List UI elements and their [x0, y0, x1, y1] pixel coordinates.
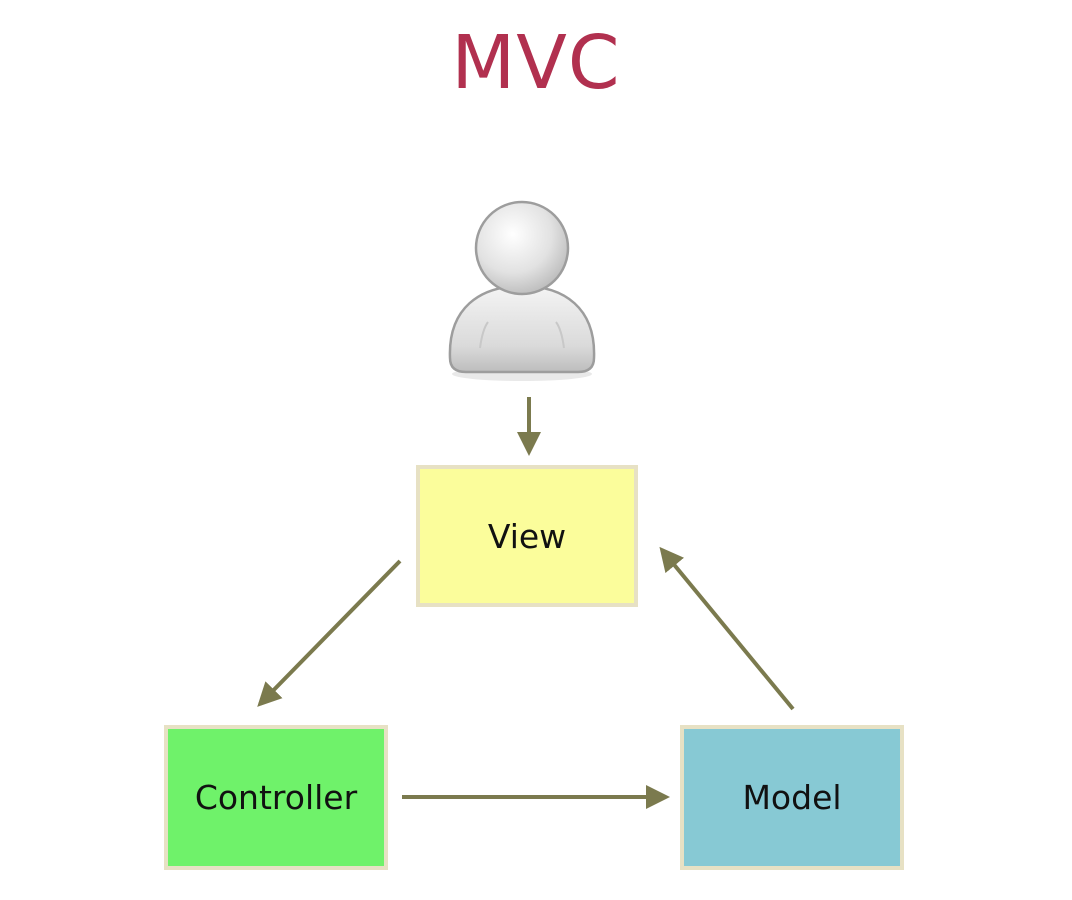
controller-box: Controller — [164, 725, 388, 870]
view-box: View — [416, 465, 638, 607]
model-box: Model — [680, 725, 904, 870]
arrow-view-to-controller — [257, 559, 402, 707]
user-icon — [448, 200, 596, 381]
model-label: Model — [742, 778, 842, 817]
diagram-title: MVC — [451, 20, 621, 106]
view-label: View — [487, 516, 567, 556]
controller-label: Controller — [194, 778, 358, 817]
arrow-model-to-view — [659, 546, 795, 711]
